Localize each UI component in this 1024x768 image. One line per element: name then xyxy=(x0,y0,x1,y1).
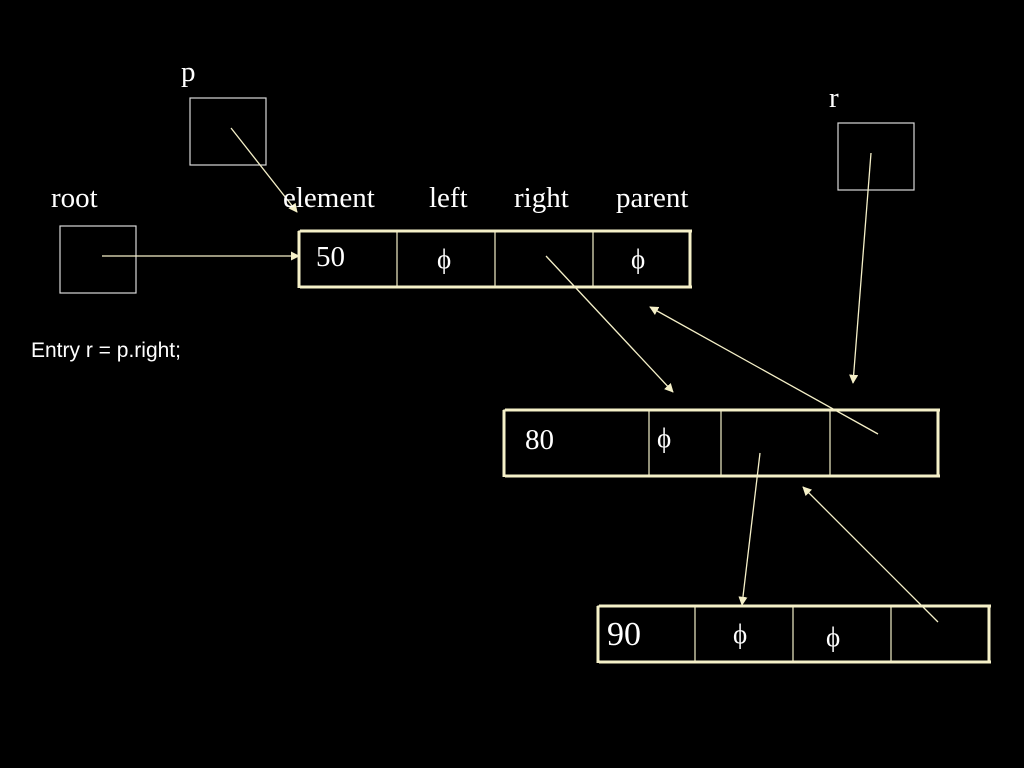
header-right: right xyxy=(514,182,569,214)
label-r: r xyxy=(829,82,839,114)
node-50-element: 50 xyxy=(316,241,345,273)
header-parent: parent xyxy=(616,182,689,214)
pointer-box-p xyxy=(189,97,267,166)
node-90-left: ϕ xyxy=(733,619,748,649)
arrow-80-right-to-node-90 xyxy=(738,452,761,606)
node-80-left: ϕ xyxy=(657,423,672,453)
pointer-box-root xyxy=(59,225,137,294)
node-90 xyxy=(596,604,991,664)
arrow-r-to-node-80 xyxy=(849,152,872,384)
node-50-left: ϕ xyxy=(437,244,452,274)
arrow-90-parent-to-node-80 xyxy=(802,486,939,623)
node-50 xyxy=(297,229,692,289)
code-statement: Entry r = p.right; xyxy=(31,339,181,362)
node-90-element: 90 xyxy=(607,616,641,653)
node-80 xyxy=(502,408,940,478)
pointer-box-r xyxy=(837,122,915,191)
node-50-parent: ϕ xyxy=(631,244,646,274)
label-p: p xyxy=(181,56,196,88)
arrow-80-parent-to-node-50 xyxy=(649,306,879,435)
header-element: element xyxy=(283,182,375,214)
arrow-50-right-to-node-80 xyxy=(545,255,674,393)
arrow-p-to-node-50 xyxy=(230,127,298,213)
node-80-element: 80 xyxy=(525,424,554,456)
node-90-right: ϕ xyxy=(826,622,841,652)
label-root: root xyxy=(51,182,98,214)
header-left: left xyxy=(429,182,468,214)
